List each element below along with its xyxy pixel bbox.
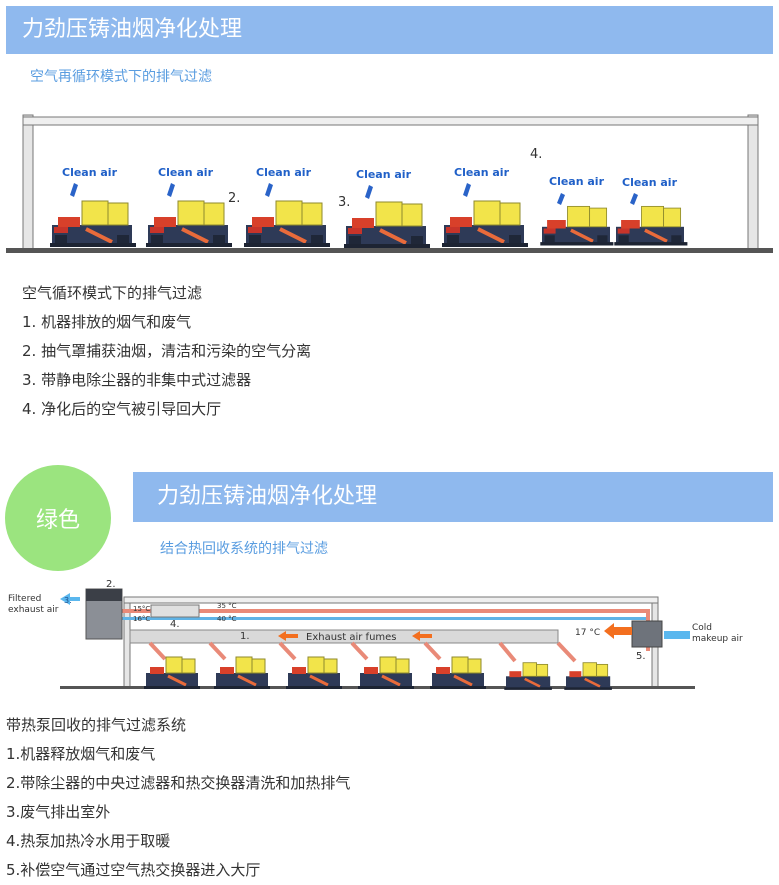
desc-line: 5.补偿空气通过空气热交换器进入大厅 bbox=[6, 861, 261, 879]
machine-6 bbox=[538, 204, 616, 248]
desc-line: 3.废气排出室外 bbox=[6, 803, 111, 821]
fumes-arrow bbox=[278, 631, 298, 641]
clean-air-label: Clean air bbox=[549, 175, 605, 188]
machine-4 bbox=[342, 200, 432, 250]
desc-line: 3. 带静电除尘器的非集中式过滤器 bbox=[22, 371, 252, 389]
desc-line: 4. 净化后的空气被引导回大厅 bbox=[22, 400, 222, 418]
cold-air-inlet bbox=[664, 631, 690, 639]
desc-line: 2. 抽气罩捕获油烟，清洁和污染的空气分离 bbox=[22, 342, 312, 360]
machine-2 bbox=[144, 199, 234, 249]
exhaust-air-fumes-label: Exhaust air fumes bbox=[306, 632, 397, 643]
makeup-air-unit bbox=[631, 620, 663, 648]
desc-line: 空气循环模式下的排气过滤 bbox=[22, 284, 203, 302]
section2-subtitle: 结合热回收系统的排气过滤 bbox=[160, 541, 328, 557]
desc-line: 1. 机器排放的烟气和废气 bbox=[22, 313, 192, 331]
makeup-air-arrow bbox=[604, 623, 632, 639]
clean-air-label: Clean air bbox=[356, 168, 412, 181]
step-5-label: 5. bbox=[636, 651, 646, 662]
recirculation-diagram: Clean air Clean air Clean air Clean air … bbox=[6, 114, 773, 253]
cold-makeup-label: makeup air bbox=[692, 634, 743, 644]
clean-air-label: Clean air bbox=[622, 176, 678, 189]
machine-7 bbox=[612, 204, 690, 248]
machine-row bbox=[142, 655, 614, 692]
filtered-exhaust-label: Filtered bbox=[8, 594, 41, 604]
clean-air-arrows bbox=[70, 183, 638, 205]
desc-line: 1.机器释放烟气和废气 bbox=[6, 745, 156, 763]
step-2-label: 2. bbox=[228, 191, 240, 206]
step-3-label: 3. bbox=[64, 596, 72, 605]
step-1-label: 1. bbox=[240, 631, 250, 642]
clean-air-label: Clean air bbox=[454, 166, 510, 179]
section1-title: 力劲压铸油烟净化处理 bbox=[22, 17, 243, 42]
temp-17-label: 17 °C bbox=[575, 628, 600, 638]
branch-ducts bbox=[148, 641, 577, 663]
desc-line: 带热泵回收的排气过滤系统 bbox=[6, 716, 187, 734]
machine-3 bbox=[242, 199, 332, 249]
step-2-label: 2. bbox=[106, 579, 116, 590]
clean-air-label: Clean air bbox=[256, 166, 312, 179]
temp-16-label: 16°C bbox=[133, 615, 150, 623]
step-4-label: 4. bbox=[530, 147, 542, 162]
section2-title: 力劲压铸油烟净化处理 bbox=[157, 484, 378, 509]
section2-title-band: 力劲压铸油烟净化处理 bbox=[133, 472, 773, 522]
machine-5 bbox=[440, 199, 530, 249]
step-3-label: 3. bbox=[338, 195, 350, 210]
temp-15-label: 15°C bbox=[133, 605, 150, 613]
section1-title-band: 力劲压铸油烟净化处理 bbox=[6, 6, 773, 54]
heat-recovery-diagram: Filtered exhaust air 2. 3. 4. 1. 5. Exha… bbox=[8, 579, 743, 692]
clean-air-label: Clean air bbox=[62, 166, 118, 179]
desc-line: 2.带除尘器的中央过滤器和热交换器清洗和加热排气 bbox=[6, 774, 351, 792]
machine-1 bbox=[48, 199, 138, 249]
step-4-label: 4. bbox=[170, 619, 180, 630]
fumes-arrow bbox=[412, 631, 432, 641]
filtered-exhaust-label: exhaust air bbox=[8, 605, 59, 615]
temp-40-label: 40 °C bbox=[217, 615, 237, 623]
exhaust-out-arrow bbox=[60, 593, 80, 605]
heat-pump-unit bbox=[150, 604, 200, 618]
clean-air-label: Clean air bbox=[158, 166, 214, 179]
desc-line: 4.热泵加热冷水用于取暖 bbox=[6, 832, 171, 850]
temp-35-label: 35 °C bbox=[217, 602, 237, 610]
green-badge: 绿色 bbox=[5, 465, 111, 571]
section2-description: 带热泵回收的排气过滤系统 1.机器释放烟气和废气 2.带除尘器的中央过滤器和热交… bbox=[6, 711, 350, 885]
green-badge-label: 绿色 bbox=[35, 508, 80, 533]
section1-description: 空气循环模式下的排气过滤 1. 机器排放的烟气和废气 2. 抽气罩捕获油烟，清洁… bbox=[22, 279, 311, 424]
cold-makeup-label: Cold bbox=[692, 623, 712, 633]
section1-subtitle: 空气再循环模式下的排气过滤 bbox=[30, 69, 212, 85]
